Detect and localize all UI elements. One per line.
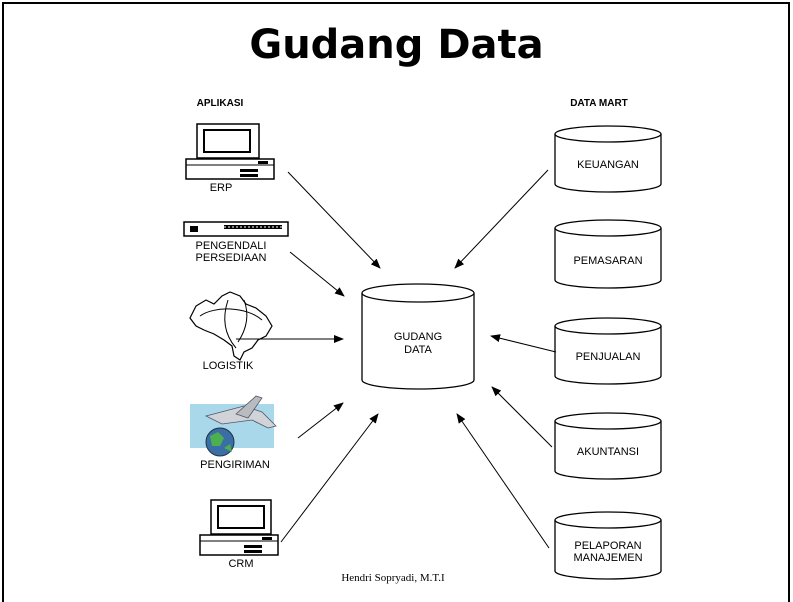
computer-icon — [185, 123, 275, 180]
center-label-line2: DATA — [404, 344, 432, 356]
arrow-akuntansi-to-warehouse — [491, 386, 553, 448]
data-mart-label-penjualan: PENJUALAN — [576, 351, 641, 363]
data-mart-cylinder — [554, 412, 662, 480]
arrow-penjualan-to-warehouse — [490, 334, 557, 353]
arrow-keuangan-to-warehouse — [454, 169, 549, 269]
app-label-pengendali-line2: PERSEDIAAN — [196, 252, 267, 264]
data-mart-cylinder — [554, 219, 662, 289]
network-switch-icon — [183, 221, 289, 237]
data-mart-header: DATA MART — [570, 98, 628, 109]
map-icon — [189, 291, 273, 361]
arrow-pengiriman-to-warehouse — [297, 402, 344, 439]
arrow-crm-to-warehouse — [280, 413, 379, 543]
app-label-erp: ERP — [210, 182, 233, 194]
airplane-globe-icon — [190, 395, 277, 457]
arrow-erp-to-warehouse — [287, 171, 381, 269]
app-label-logistik: LOGISTIK — [203, 360, 254, 372]
slide-title: Gudang Data — [249, 22, 544, 68]
data-mart-cylinder — [554, 317, 662, 385]
data-mart-cylinder — [554, 125, 662, 193]
arrow-pengendali-to-warehouse — [289, 251, 345, 297]
computer-icon — [199, 499, 279, 556]
app-label-crm: CRM — [228, 558, 253, 570]
app-label-pengiriman: PENGIRIMAN — [200, 459, 270, 471]
data-mart-cylinder — [554, 511, 662, 580]
data-mart-label-keuangan: KEUANGAN — [577, 159, 639, 171]
author-footer: Hendri Sopryadi, M.T.I — [341, 572, 445, 584]
app-label-pengendali-line1: PENGENDALI — [196, 240, 267, 252]
center-label-line1: GUDANG — [394, 331, 442, 343]
data-mart-label-pemasaran: PEMASARAN — [573, 255, 642, 267]
applications-header: APLIKASI — [197, 98, 244, 109]
data-mart-label-pelaporan-line2: MANAJEMEN — [573, 552, 642, 564]
data-mart-label-pelaporan-line1: PELAPORAN — [574, 540, 641, 552]
data-mart-label-akuntansi: AKUNTANSI — [577, 446, 639, 458]
arrow-pelaporan-to-warehouse — [456, 413, 550, 549]
gudang-data-cylinder — [361, 283, 475, 390]
